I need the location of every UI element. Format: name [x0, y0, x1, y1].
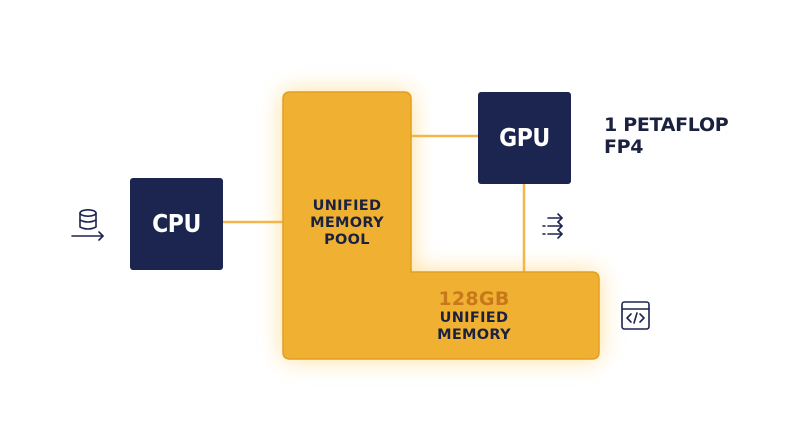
pool-label: UNIFIED MEMORY POOL: [292, 198, 402, 249]
memory-line-1: UNIFIED: [439, 310, 509, 326]
gpu-label: GPU: [499, 123, 550, 152]
code-window-icon: [621, 301, 650, 330]
pool-line-2: MEMORY: [310, 215, 384, 231]
memory-line-2: MEMORY: [437, 327, 511, 343]
gpu-chip: [478, 92, 571, 184]
cpu-chip: [130, 178, 223, 270]
memory-capacity: 128GB: [438, 288, 510, 310]
cpu-label: CPU: [152, 209, 201, 238]
gpu-spec: 1 PETAFLOP FP4: [604, 114, 729, 158]
pool-line-1: UNIFIED: [312, 198, 382, 214]
pool-line-3: POOL: [324, 232, 370, 248]
gpu-spec-line-1: 1 PETAFLOP: [604, 114, 729, 136]
memory-label: 128GB UNIFIED MEMORY: [414, 288, 534, 344]
database-input-icon: [71, 209, 104, 241]
gpu-spec-line-2: FP4: [604, 136, 644, 158]
data-stream-icon: [542, 213, 563, 239]
unified-memory-block: [282, 91, 600, 360]
